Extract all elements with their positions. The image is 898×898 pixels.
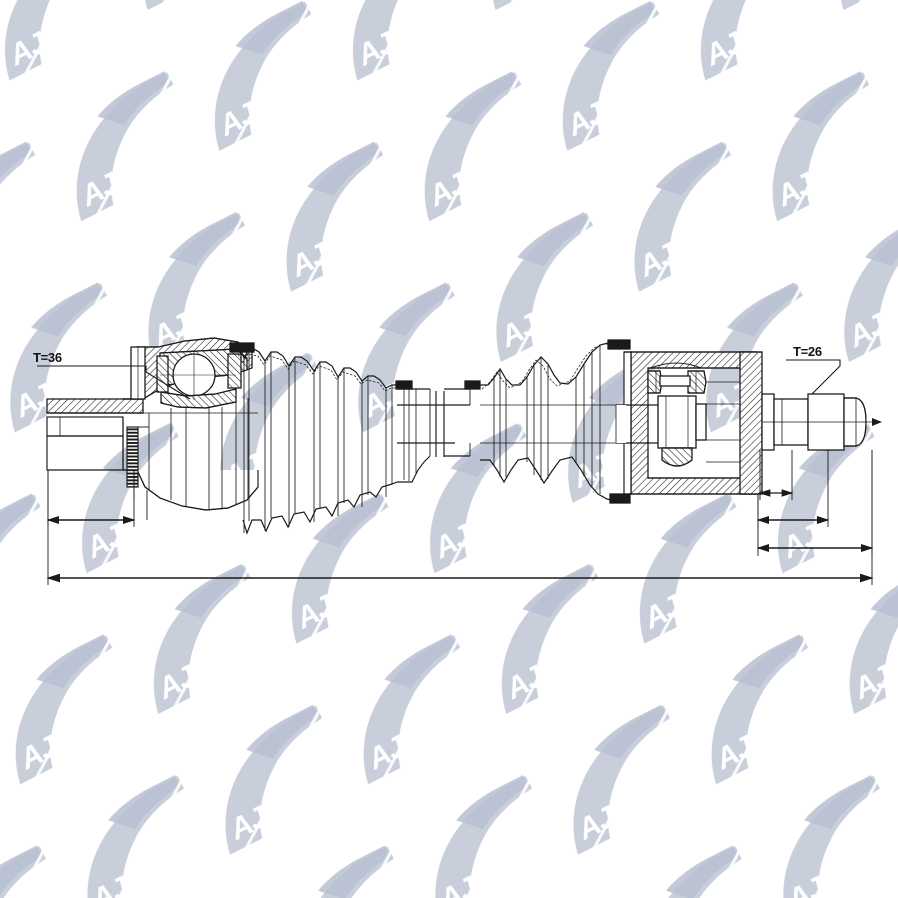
- shaft-break-marks: [435, 391, 445, 457]
- outer-cv-joint: [46, 337, 259, 511]
- inner-cv-boot: [464, 339, 631, 504]
- outer-cv-boot: [229, 342, 398, 535]
- dimension-inner-joint-outer: [756, 450, 874, 556]
- inner-spline-stub: [761, 393, 882, 451]
- intermediate-shaft: [395, 380, 471, 483]
- dimension-inner-stub: [758, 450, 794, 500]
- dimension-inner-joint-body: [756, 450, 830, 527]
- outer-boot-clamp-large: [229, 342, 255, 353]
- tripod-spider-body: [657, 395, 707, 467]
- inner-tripod-joint: [615, 351, 763, 495]
- ball-bearing-cross-section: [156, 348, 248, 409]
